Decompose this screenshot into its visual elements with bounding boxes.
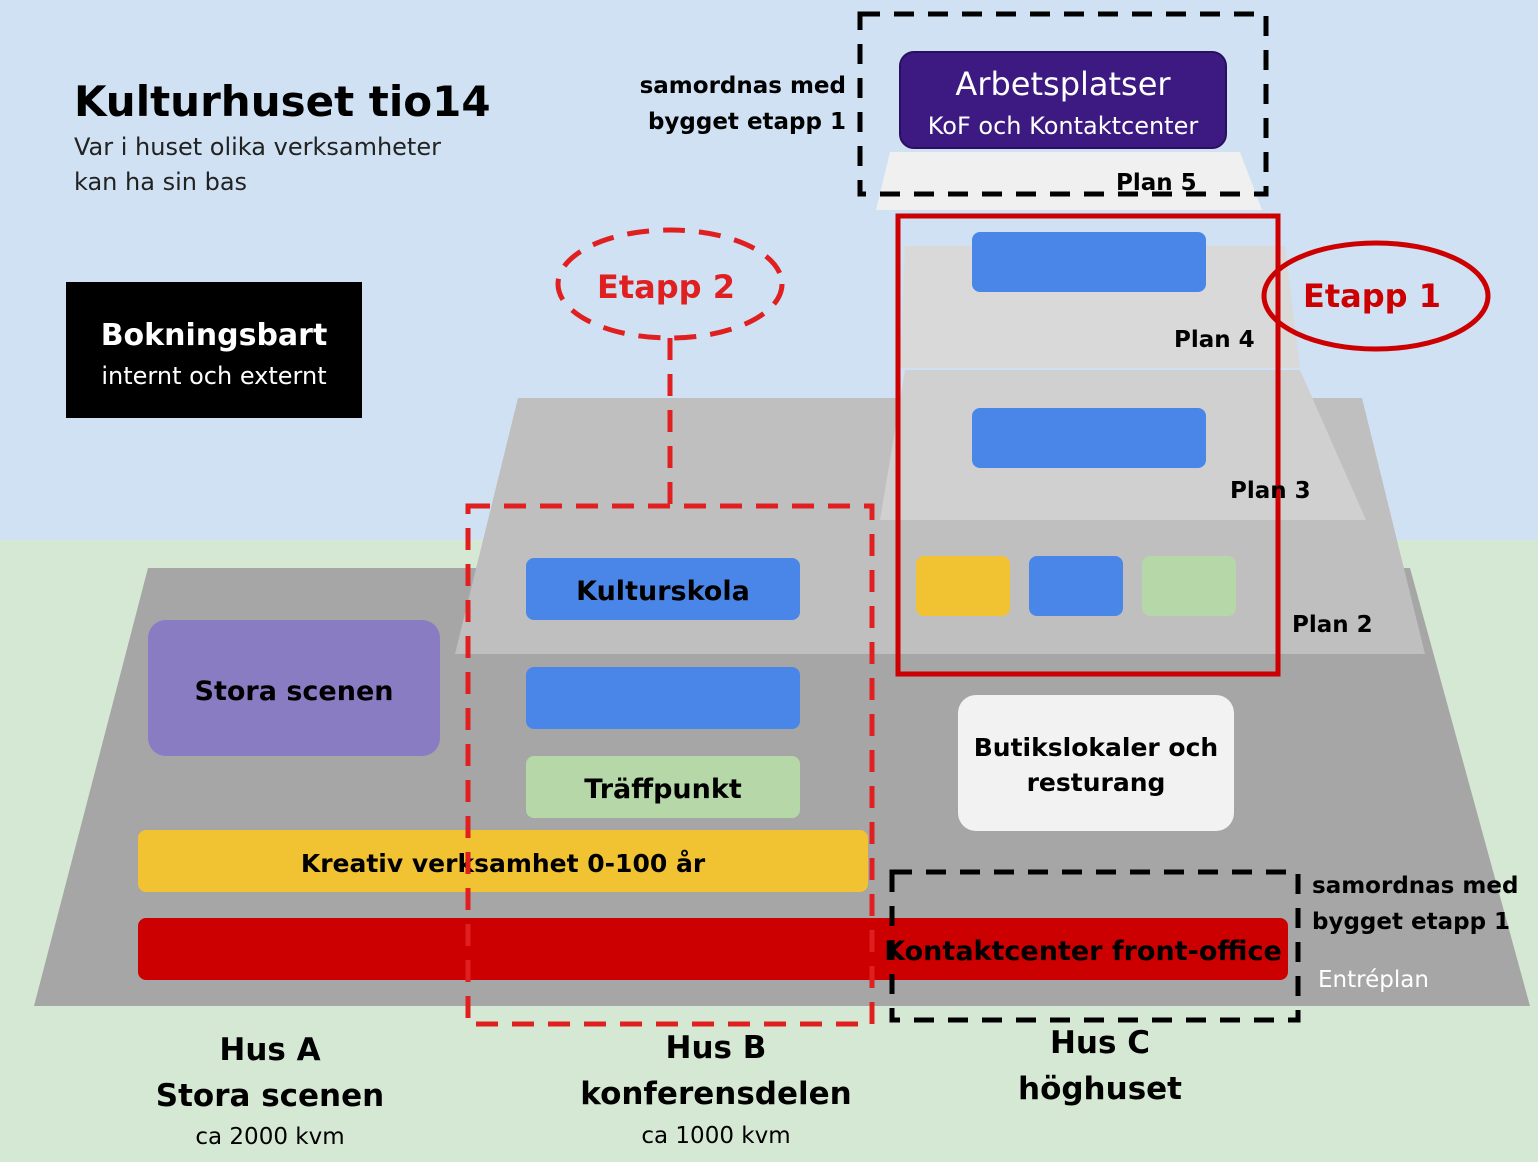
kreativ-label: Kreativ verksamhet 0-100 år [301, 849, 706, 878]
kreativ-block [138, 830, 868, 892]
coord-bottom-line-2: bygget etapp 1 [1312, 909, 1510, 935]
stora-scenen-block [148, 620, 440, 756]
etapp1-label: Etapp 1 [1303, 277, 1441, 315]
stora-scenen-label: Stora scenen [195, 676, 394, 707]
hus-c-name: Hus C [1050, 1025, 1150, 1061]
plan2-label: Plan 2 [1292, 612, 1373, 638]
etapp2-ellipse [555, 227, 785, 341]
kontaktcenter-label: Kontaktcenter front-office [884, 936, 1282, 967]
coord-top-line-1: samordnas med [640, 73, 846, 99]
plan2-yellow-block [916, 556, 1010, 616]
butik-label-line-1: Butikslokaler och [974, 733, 1218, 762]
coord-top-line-2: bygget etapp 1 [648, 109, 846, 135]
etapp1-frame [895, 213, 1281, 677]
subtitle-line-2: kan ha sin bas [74, 168, 247, 196]
coord-bottom-dashed-box [889, 869, 1301, 1023]
page-title: Kulturhuset tio14 [74, 77, 491, 126]
arbetsplatser-sub: KoF och Kontaktcenter [928, 112, 1199, 140]
plan3-label: Plan 3 [1230, 478, 1311, 504]
building-plan5-level [876, 152, 1262, 210]
hus-a-area: ca 2000 kvm [195, 1124, 344, 1150]
subtitle-line-1: Var i huset olika verksamheter [74, 133, 441, 161]
plan2-blue-block [1029, 556, 1123, 616]
traffpunkt-label: Träffpunkt [584, 774, 742, 805]
coord-bottom-line-1: samordnas med [1312, 873, 1518, 899]
legend-box [66, 282, 362, 418]
traffpunkt-block [526, 756, 800, 818]
plan5-label: Plan 5 [1116, 170, 1197, 196]
entreplan-label: Entréplan [1318, 967, 1429, 993]
hus-a-desc: Stora scenen [156, 1078, 384, 1114]
kulturskola-block [526, 558, 800, 620]
arbetsplatser-title: Arbetsplatser [955, 65, 1171, 103]
legend-heading: Bokningsbart [101, 318, 328, 353]
plan2-green-block [1142, 556, 1236, 616]
kontaktcenter-block [138, 918, 1288, 980]
arbetsplatser-box [899, 51, 1227, 149]
hus-c-desc: höghuset [1018, 1071, 1182, 1107]
hus-b-desc: konferensdelen [580, 1076, 851, 1112]
hus-b-name: Hus B [666, 1030, 767, 1066]
butik-label-line-2: resturang [1027, 768, 1166, 797]
blue-block-hus-b [526, 667, 800, 729]
hus-a-name: Hus A [219, 1032, 320, 1068]
plan4-block [972, 232, 1206, 292]
plan4-label: Plan 4 [1174, 327, 1255, 353]
etapp1-ellipse [1261, 240, 1491, 352]
hus-b-area: ca 1000 kvm [641, 1123, 790, 1149]
legend-sub: internt och externt [101, 362, 326, 390]
coord-top-dashed-box [857, 11, 1269, 197]
kulturskola-label: Kulturskola [576, 576, 750, 607]
butik-block [958, 695, 1234, 831]
plan3-block [972, 408, 1206, 468]
etapp2-frame [465, 503, 875, 1027]
etapp2-label: Etapp 2 [597, 268, 735, 306]
